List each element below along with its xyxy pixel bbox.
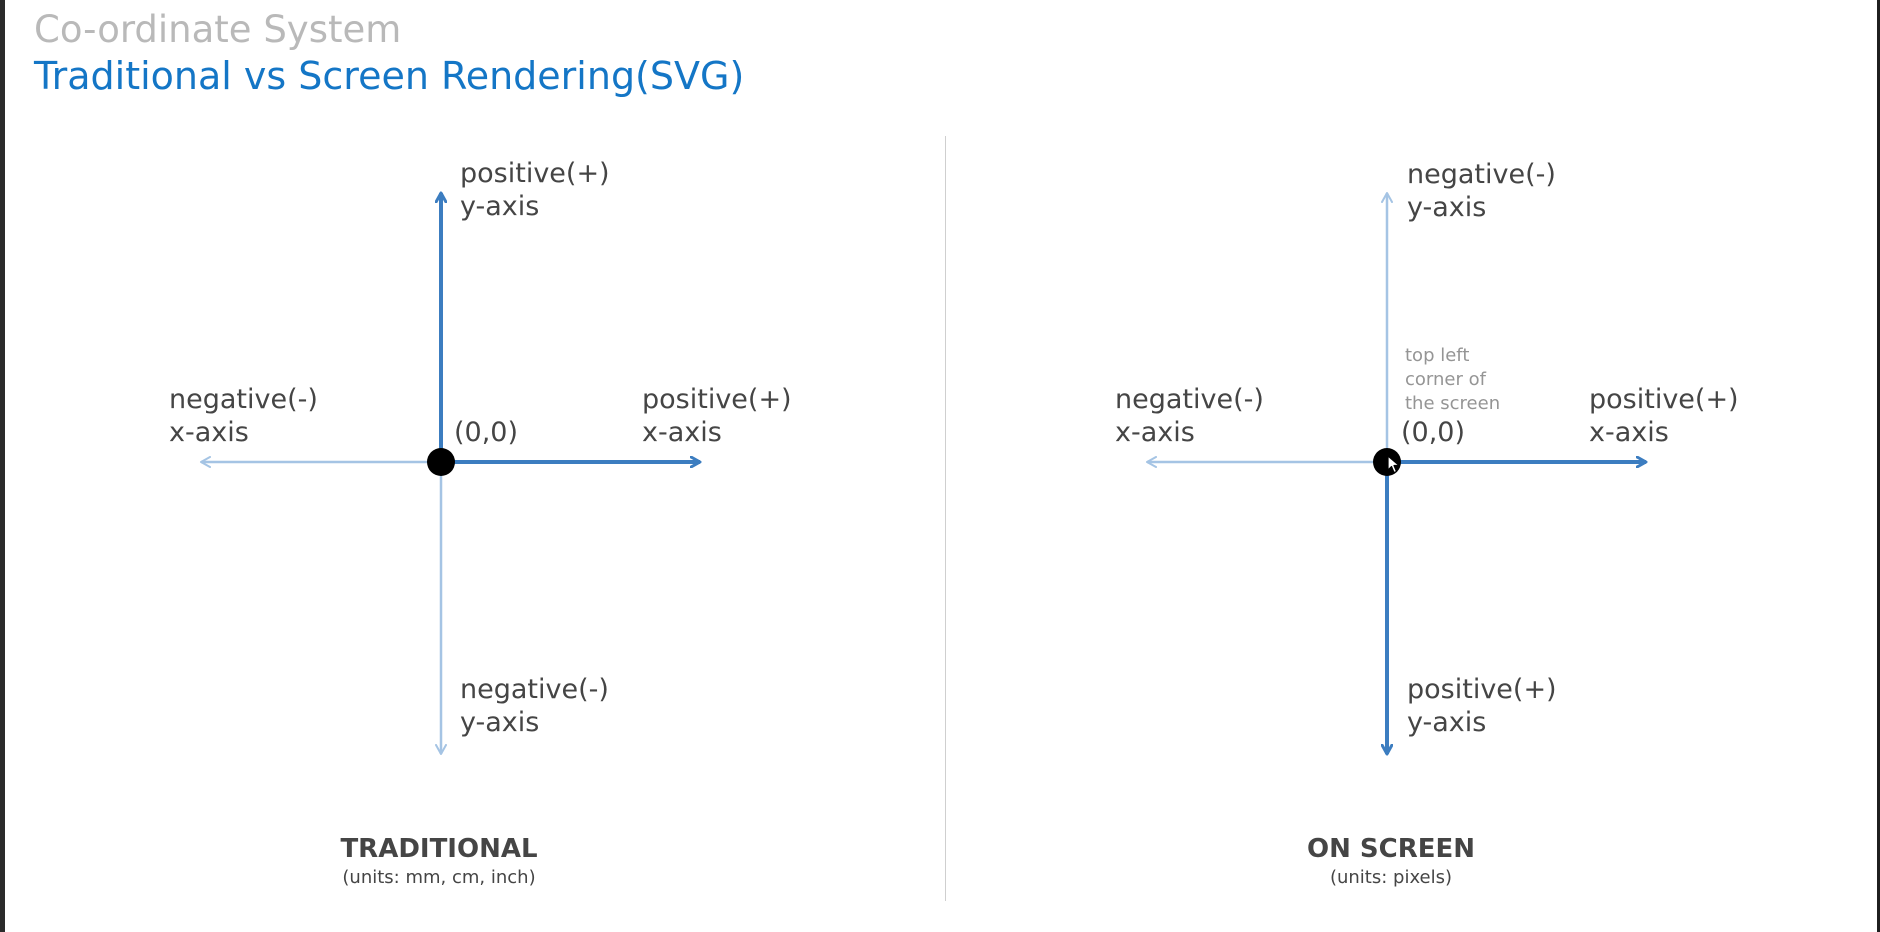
- traditional-y-top-line2: y-axis: [460, 191, 540, 222]
- mouse-cursor-icon: [1387, 455, 1400, 474]
- screen-y-bottom-label: positive(+) y-axis: [1407, 673, 1557, 739]
- screen-corner-note: top left corner of the screen: [1405, 344, 1500, 416]
- traditional-origin-dot: [427, 448, 455, 476]
- screen-x-left-label: negative(-) x-axis: [1115, 383, 1264, 449]
- screen-x-right-line2: x-axis: [1589, 417, 1669, 448]
- traditional-x-right-line1: positive(+): [642, 384, 792, 415]
- panel-divider: [945, 136, 946, 901]
- traditional-x-left-line1: negative(-): [169, 384, 318, 415]
- screen-y-top-line2: y-axis: [1407, 192, 1487, 223]
- traditional-x-left-label: negative(-) x-axis: [169, 383, 318, 449]
- window-right-edge: [1877, 0, 1880, 932]
- traditional-y-bottom-line2: y-axis: [460, 707, 540, 738]
- screen-y-top-line1: negative(-): [1407, 159, 1556, 190]
- screen-title: ON SCREEN: [1306, 834, 1476, 864]
- screen-y-bottom-line1: positive(+): [1407, 674, 1557, 705]
- screen-y-top-label: negative(-) y-axis: [1407, 158, 1556, 224]
- screen-y-bottom-line2: y-axis: [1407, 707, 1487, 738]
- screen-note-line2: corner of: [1405, 369, 1486, 390]
- screen-x-right-label: positive(+) x-axis: [1589, 383, 1739, 449]
- traditional-subtitle: (units: mm, cm, inch): [342, 867, 536, 888]
- traditional-origin-label: (0,0): [454, 417, 519, 448]
- window-left-edge: [0, 0, 5, 932]
- traditional-title: TRADITIONAL: [340, 834, 538, 864]
- screen-note-line3: the screen: [1405, 393, 1501, 414]
- traditional-y-top-label: positive(+) y-axis: [460, 157, 610, 223]
- traditional-x-right-line2: x-axis: [642, 417, 722, 448]
- screen-x-left-line2: x-axis: [1115, 417, 1195, 448]
- screen-origin-label: (0,0): [1401, 417, 1466, 448]
- traditional-x-right-label: positive(+) x-axis: [642, 383, 792, 449]
- traditional-y-bottom-line1: negative(-): [460, 674, 609, 705]
- screen-x-left-line1: negative(-): [1115, 384, 1264, 415]
- page-heading: Co-ordinate System: [34, 8, 402, 51]
- traditional-axes: [200, 193, 700, 755]
- screen-note-line1: top left: [1405, 345, 1470, 366]
- traditional-y-top-line1: positive(+): [460, 158, 610, 189]
- screen-x-right-line1: positive(+): [1589, 384, 1739, 415]
- traditional-y-bottom-label: negative(-) y-axis: [460, 673, 609, 739]
- traditional-x-left-line2: x-axis: [169, 417, 249, 448]
- page-subheading: Traditional vs Screen Rendering(SVG): [34, 54, 745, 98]
- screen-subtitle: (units: pixels): [1329, 867, 1453, 888]
